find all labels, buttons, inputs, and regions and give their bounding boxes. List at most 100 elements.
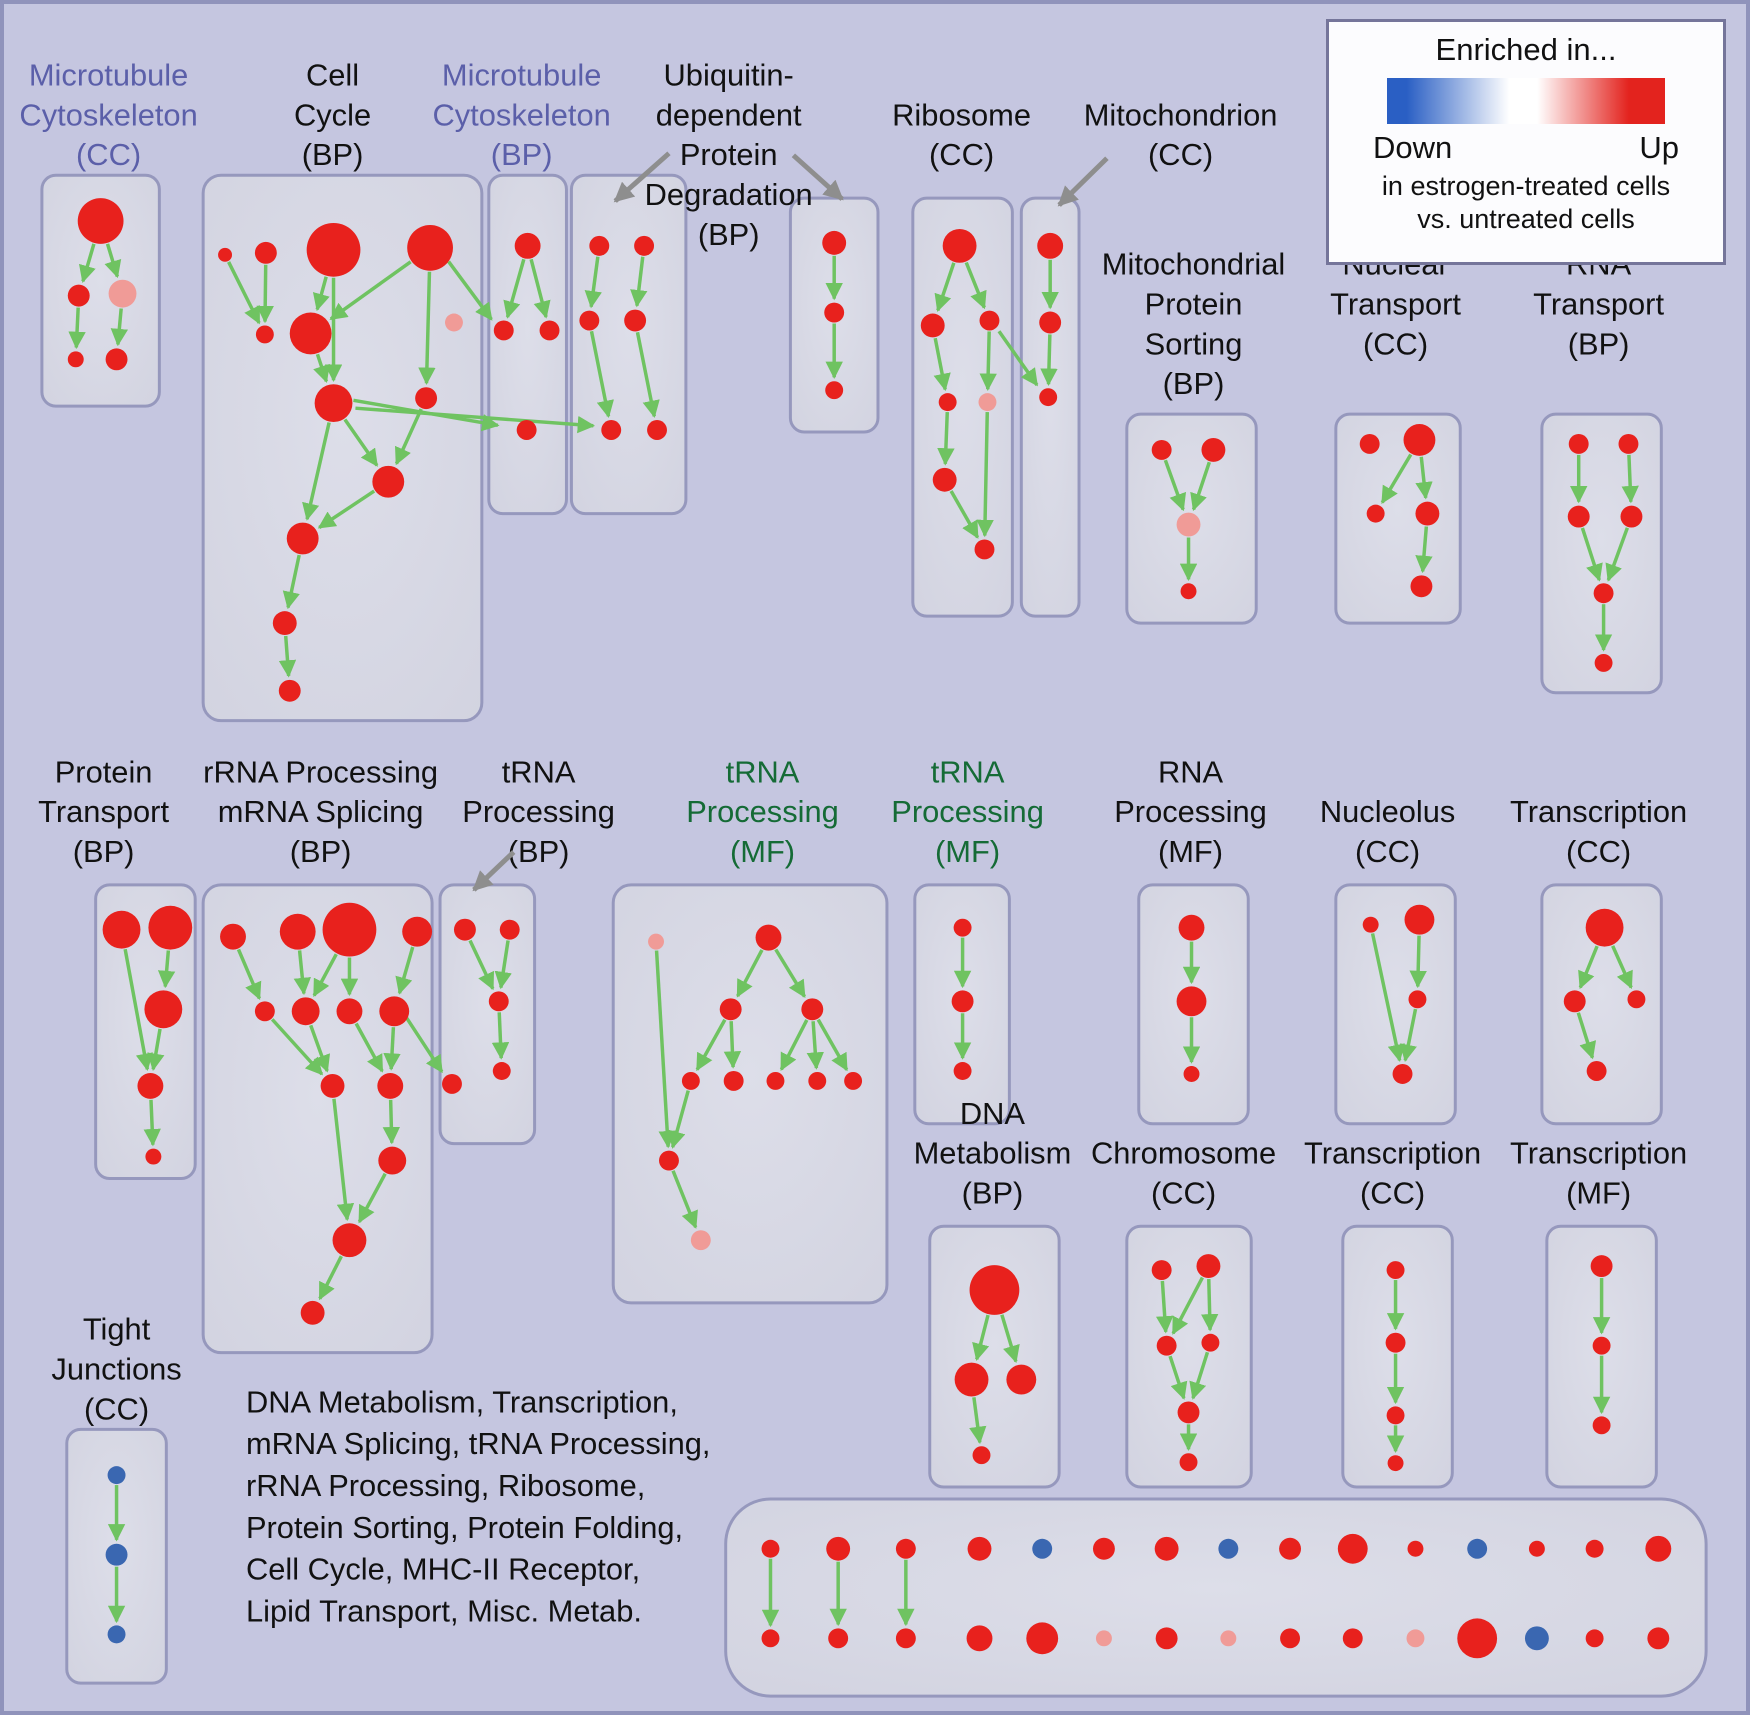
edge-arrow [104,243,122,279]
go-term-node-transcription-cc-mid-2 [1627,990,1646,1009]
edge-arrow [382,1099,401,1145]
go-term-node-misc-mixed-cluster-16 [828,1628,849,1649]
go-term-node-cell-cycle-bp-7 [314,384,353,423]
go-term-node-microtubule-cytoskeleton-cc-2 [108,279,137,308]
go-term-node-rna-transport-bp-2 [1567,505,1590,528]
edge-arrow [969,1397,987,1445]
cluster-box-transcription-cc-mid [1540,883,1663,1126]
edge-arrow [1415,526,1433,574]
edge-arrow [630,256,648,308]
go-term-node-misc-mixed-cluster-4 [1032,1538,1053,1559]
go-term-node-misc-mixed-cluster-29 [1647,1627,1670,1650]
go-term-node-misc-mixed-cluster-20 [1095,1630,1112,1647]
go-term-node-rrna-processing-mrna-splicing-bp-4 [254,1001,275,1022]
go-term-node-tight-junctions-cc-0 [107,1466,126,1485]
go-term-node-misc-mixed-cluster-12 [1528,1540,1545,1557]
edge-arrow [447,260,493,321]
go-term-node-misc-mixed-cluster-1 [826,1536,851,1561]
edge-arrow [293,950,311,996]
go-term-node-trna-processing-mf-large-8 [844,1071,863,1090]
edge-arrow [302,422,331,521]
edge-arrow [976,412,994,538]
edge-arrow [1409,935,1427,989]
cluster-label-nucleolus-cc: Nucleolus(CC) [1320,794,1455,869]
go-term-node-trna-processing-mf-large-7 [808,1071,827,1090]
edge-arrow [1200,1278,1219,1332]
go-term-node-misc-mixed-cluster-7 [1218,1538,1239,1559]
cluster-box-rrna-processing-mrna-splicing-bp [201,883,434,1355]
go-term-node-ubiquitin-degradation-bp-b-2 [825,381,844,400]
edge-arrow [1578,945,1599,990]
edge-arrow [110,308,128,347]
cluster-label-transcription-mf: Transcription(MF) [1510,1136,1687,1211]
edge-arrow [157,950,176,989]
go-term-node-cell-cycle-bp-0 [218,247,233,262]
cluster-label-transcription-cc-bottom: Transcription(CC) [1304,1136,1481,1211]
cluster-box-chromosome-cc [1125,1224,1253,1489]
go-term-node-nuclear-transport-cc-0 [1359,433,1380,454]
edge-arrow [503,258,526,319]
edge-arrow [491,1012,510,1060]
go-term-node-misc-mixed-cluster-25 [1406,1629,1425,1648]
edge-arrow [1415,456,1433,500]
edge-arrow [964,261,987,310]
go-term-node-cell-cycle-bp-10 [286,522,319,555]
go-term-node-transcription-cc-bottom-1 [1385,1332,1406,1353]
go-term-node-trna-processing-bp-0 [453,918,476,941]
edge-arrow [313,353,330,384]
edge-arrow [1621,454,1639,504]
edge-arrow [354,1022,384,1073]
go-term-node-misc-mixed-cluster-10 [1407,1540,1424,1557]
edge-arrow [723,1021,742,1069]
go-term-node-protein-transport-bp-4 [145,1148,162,1165]
go-term-node-transcription-cc-bottom-0 [1386,1261,1405,1280]
go-term-node-chromosome-cc-2 [1156,1335,1177,1356]
cluster-box-trna-processing-bp [438,883,537,1146]
go-term-node-cell-cycle-bp-4 [255,325,274,344]
cluster-box-rna-transport-bp [1540,412,1663,695]
edge-arrow [779,1019,809,1071]
edge-arrow [332,1098,355,1222]
edge-arrow [1576,1012,1597,1060]
go-term-node-microtubule-cytoskeleton-bp-0 [514,232,541,259]
edge-arrow [736,949,764,998]
edge-arrow [343,418,379,467]
cluster-box-trna-processing-mf-large [611,883,889,1305]
cluster-box-nuclear-transport-cc [1334,412,1462,625]
cluster-box-mitochondrion-cc [1019,196,1081,618]
legend-up-label: Up [1639,130,1679,165]
go-term-node-ubiquitin-degradation-bp-b-0 [822,230,847,255]
edge-arrow [405,1017,444,1074]
go-term-node-microtubule-cytoskeleton-bp-1 [493,320,514,341]
go-term-node-misc-mixed-cluster-22 [1220,1630,1237,1647]
edge-arrow [1605,527,1630,582]
edge-arrow [997,330,1039,387]
go-term-node-chromosome-cc-1 [1196,1254,1221,1279]
go-term-node-misc-mixed-cluster-3 [967,1536,992,1561]
go-term-node-misc-mixed-cluster-26 [1457,1618,1498,1659]
edge-arrow [236,948,262,1001]
go-term-node-nuclear-transport-cc-1 [1403,424,1436,456]
go-term-node-rrna-processing-mrna-splicing-bp-3 [402,916,433,947]
edge-arrow [774,948,806,999]
go-term-node-ribosome-cc-3 [938,393,957,412]
cluster-box-misc-mixed-cluster [724,1497,1708,1698]
go-term-node-rrna-processing-mrna-splicing-bp-12 [300,1300,325,1325]
edge-arrow [383,1027,401,1071]
go-term-node-misc-mixed-cluster-18 [966,1625,993,1652]
go-term-node-trna-processing-mf-large-2 [719,998,742,1021]
go-term-node-mitochondrion-cc-0 [1037,232,1064,259]
cluster-label-mitochondrion-cc: Mitochondrion(CC) [1084,97,1278,172]
go-term-node-cell-cycle-bp-1 [254,241,277,264]
go-term-node-rna-transport-bp-1 [1618,433,1639,454]
go-term-node-ubiquitin-degradation-bp-a-5 [647,420,667,440]
go-term-node-trna-processing-bp-2 [488,991,509,1012]
go-term-node-trna-processing-mf-large-5 [723,1070,744,1091]
edge-arrow [395,946,415,995]
cluster-box-protein-transport-bp [94,883,197,1180]
go-term-node-ribosome-cc-0 [942,228,977,263]
go-term-node-rna-processing-mf-2 [1183,1066,1200,1082]
edge-arrow [282,554,301,610]
